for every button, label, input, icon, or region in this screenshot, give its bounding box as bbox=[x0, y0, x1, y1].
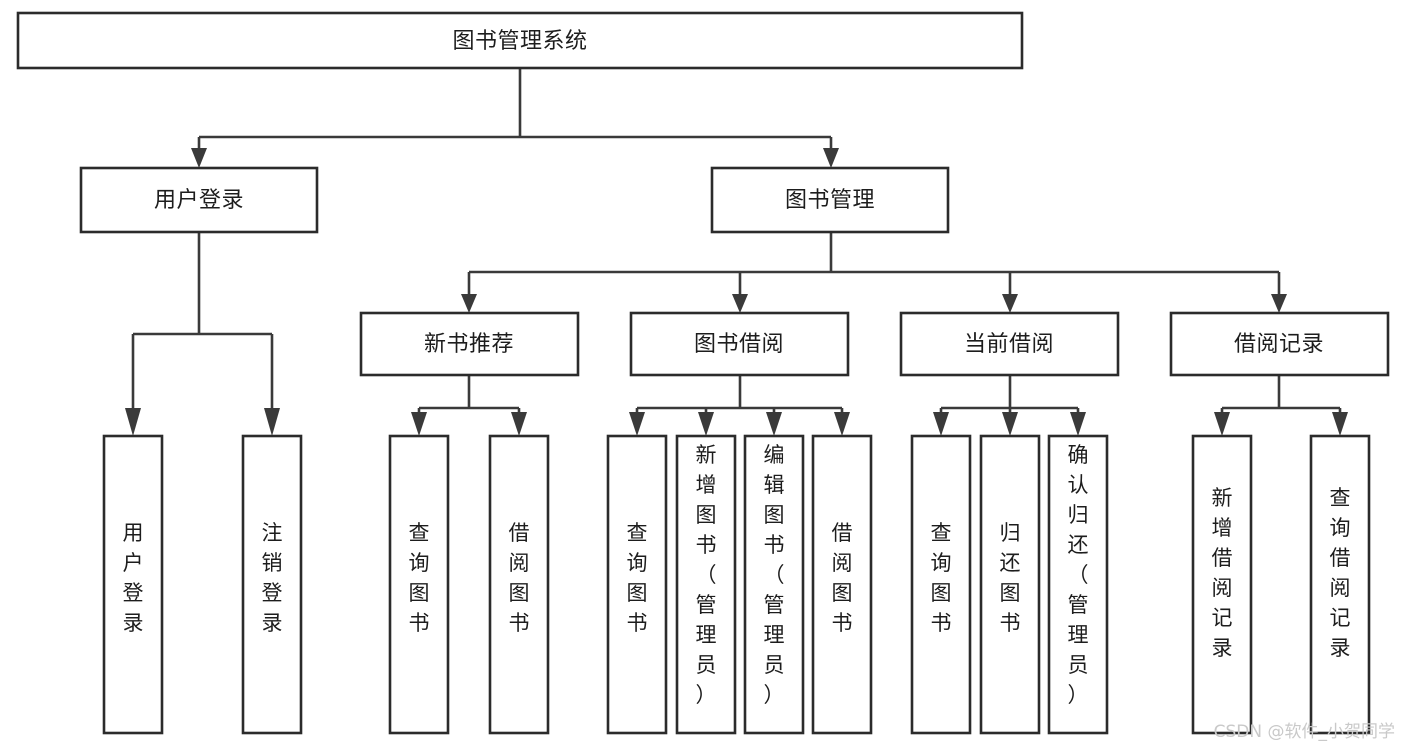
arrow-to-new-book-recommend bbox=[461, 294, 477, 313]
node-leaf-user-login[interactable]: 用户登录 bbox=[102, 434, 164, 735]
node-leaf-confirm-return-box[interactable] bbox=[1047, 434, 1109, 735]
node-leaf-return-book[interactable]: 归还图书 bbox=[979, 434, 1041, 735]
arrow-to-book-borrow bbox=[732, 294, 748, 313]
node-root[interactable]: 图书管理系统 bbox=[16, 11, 1024, 70]
node-current-borrow[interactable]: 当前借阅 bbox=[899, 311, 1120, 377]
node-user-login-box[interactable] bbox=[79, 166, 319, 234]
node-leaf-user-logout-label: 注销登录 bbox=[262, 521, 283, 635]
node-leaf-query-book-1[interactable]: 查询图书 bbox=[388, 434, 450, 735]
node-root-box[interactable] bbox=[16, 11, 1024, 70]
node-leaf-borrow-book-2-label: 借阅图书 bbox=[832, 521, 853, 635]
node-leaf-query-record-label: 查询借阅记录 bbox=[1330, 486, 1351, 660]
arrow-leaf-query-book-2 bbox=[629, 412, 645, 436]
node-leaf-query-book-2-box[interactable] bbox=[606, 434, 668, 735]
arrow-leaf-borrow-book-2 bbox=[834, 412, 850, 436]
node-new-book-recommend-label: 新书推荐 bbox=[424, 332, 514, 357]
node-leaf-add-book[interactable]: 新增图书（管理员） bbox=[675, 434, 737, 735]
node-leaf-query-book-2-label: 查询图书 bbox=[627, 521, 648, 635]
node-leaf-query-book-3[interactable]: 查询图书 bbox=[910, 434, 972, 735]
node-borrow-record-box[interactable] bbox=[1169, 311, 1390, 377]
node-leaf-query-book-3-box[interactable] bbox=[910, 434, 972, 735]
node-book-borrow-label: 图书借阅 bbox=[694, 332, 784, 357]
node-leaf-borrow-book-2[interactable]: 借阅图书 bbox=[811, 434, 873, 735]
node-current-borrow-label: 当前借阅 bbox=[964, 332, 1054, 357]
csdn-watermark: CSDN @软件_小贺同学 bbox=[1213, 722, 1395, 742]
node-user-login-label: 用户登录 bbox=[154, 188, 244, 213]
node-user-login[interactable]: 用户登录 bbox=[79, 166, 319, 234]
node-leaf-return-book-label: 归还图书 bbox=[1000, 521, 1021, 635]
node-leaf-borrow-book-1-box[interactable] bbox=[488, 434, 550, 735]
arrow-to-current-borrow bbox=[1002, 294, 1018, 313]
node-leaf-user-logout-box[interactable] bbox=[241, 434, 303, 735]
node-leaf-borrow-book-1[interactable]: 借阅图书 bbox=[488, 434, 550, 735]
node-root-label: 图书管理系统 bbox=[452, 29, 587, 54]
node-leaf-add-book-label: 新增图书（管理员） bbox=[696, 443, 717, 707]
node-leaf-query-book-1-label: 查询图书 bbox=[409, 521, 430, 635]
node-book-management[interactable]: 图书管理 bbox=[710, 166, 950, 234]
node-leaf-return-book-box[interactable] bbox=[979, 434, 1041, 735]
node-borrow-record[interactable]: 借阅记录 bbox=[1169, 311, 1390, 377]
node-leaf-query-record[interactable]: 查询借阅记录 bbox=[1309, 434, 1371, 735]
node-book-management-box[interactable] bbox=[710, 166, 950, 234]
node-book-management-label: 图书管理 bbox=[785, 188, 875, 213]
node-leaf-user-login-box[interactable] bbox=[102, 434, 164, 735]
node-leaf-query-book-3-label: 查询图书 bbox=[931, 521, 952, 635]
node-leaf-query-book-2[interactable]: 查询图书 bbox=[606, 434, 668, 735]
node-leaf-add-record-label: 新增借阅记录 bbox=[1212, 486, 1233, 660]
connector-layer bbox=[125, 68, 1348, 436]
node-current-borrow-box[interactable] bbox=[899, 311, 1120, 377]
node-leaf-borrow-book-1-label: 借阅图书 bbox=[509, 521, 530, 635]
node-leaf-query-book-1-box[interactable] bbox=[388, 434, 450, 735]
arrow-leaf-add-record bbox=[1214, 412, 1230, 436]
node-leaf-user-login-label: 用户登录 bbox=[123, 521, 144, 635]
arrow-leaf-user-logout bbox=[264, 408, 280, 436]
arrow-leaf-borrow-book-1 bbox=[511, 412, 527, 436]
node-leaf-add-book-box[interactable] bbox=[675, 434, 737, 735]
arrow-leaf-add-book bbox=[698, 412, 714, 436]
arrow-leaf-user-login bbox=[125, 408, 141, 436]
node-leaf-add-record[interactable]: 新增借阅记录 bbox=[1191, 434, 1253, 735]
node-leaf-user-logout[interactable]: 注销登录 bbox=[241, 434, 303, 735]
node-leaf-confirm-return[interactable]: 确认归还（管理员） bbox=[1047, 434, 1109, 735]
node-leaf-borrow-book-2-box[interactable] bbox=[811, 434, 873, 735]
arrow-to-book-management bbox=[823, 148, 839, 168]
arrow-leaf-query-book-1 bbox=[411, 412, 427, 436]
node-leaf-add-record-box[interactable] bbox=[1191, 434, 1253, 735]
node-book-borrow[interactable]: 图书借阅 bbox=[629, 311, 850, 377]
arrow-to-user-login bbox=[191, 148, 207, 168]
node-leaf-confirm-return-label: 确认归还（管理员） bbox=[1068, 443, 1089, 707]
arrow-leaf-edit-book bbox=[766, 412, 782, 436]
node-leaf-edit-book[interactable]: 编辑图书（管理员） bbox=[743, 434, 805, 735]
node-leaf-edit-book-box[interactable] bbox=[743, 434, 805, 735]
arrow-leaf-query-book-3 bbox=[933, 412, 949, 436]
arrow-leaf-query-record bbox=[1332, 412, 1348, 436]
node-new-book-recommend-box[interactable] bbox=[359, 311, 580, 377]
node-leaf-edit-book-label: 编辑图书（管理员） bbox=[764, 443, 785, 707]
arrow-leaf-confirm-return bbox=[1070, 412, 1086, 436]
node-book-borrow-box[interactable] bbox=[629, 311, 850, 377]
node-leaf-query-record-box[interactable] bbox=[1309, 434, 1371, 735]
node-new-book-recommend[interactable]: 新书推荐 bbox=[359, 311, 580, 377]
arrow-leaf-return-book bbox=[1002, 412, 1018, 436]
arrow-to-borrow-record bbox=[1271, 294, 1287, 313]
node-borrow-record-label: 借阅记录 bbox=[1234, 332, 1324, 357]
